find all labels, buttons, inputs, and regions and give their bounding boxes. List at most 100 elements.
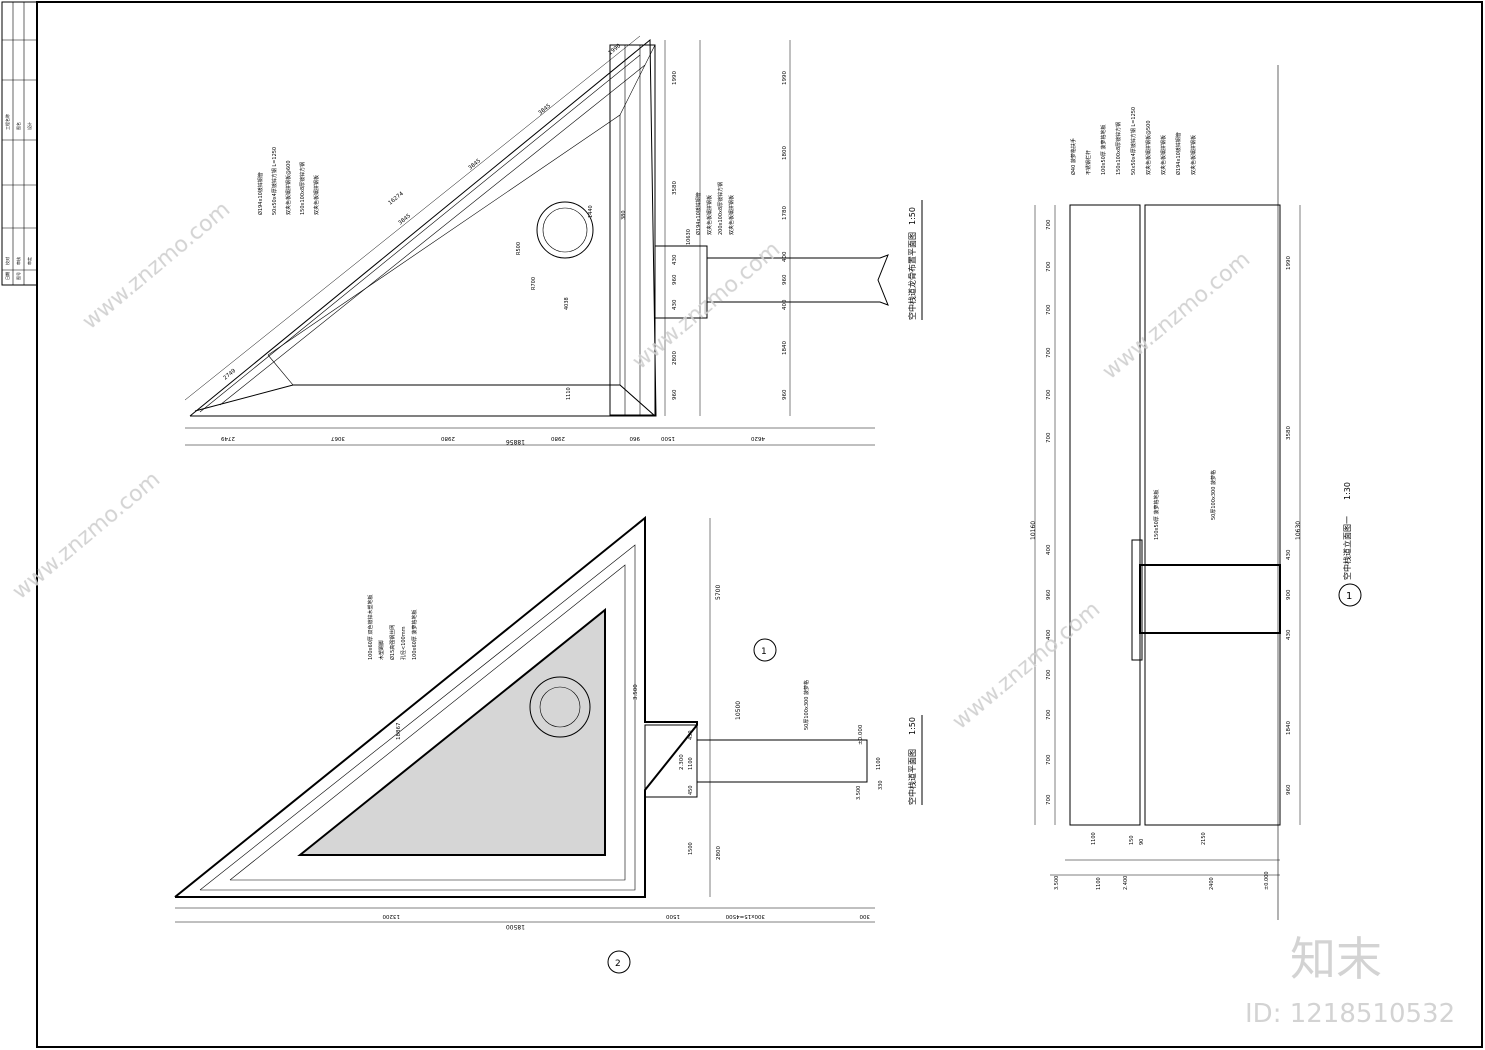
watermark-site-1: www.znzmo.com: [78, 197, 235, 335]
elev-left-dim-12: 700: [1046, 794, 1052, 805]
elev-mid-note-0: 150x50厚 菠萝格地板: [1153, 490, 1160, 540]
bottom-small-dim-2: 450: [688, 785, 694, 795]
top-plan-total: 18856: [506, 438, 525, 445]
top-note-4: 双夹色板镶拼钢板: [313, 175, 320, 215]
bottom-small-dim-4: 330: [878, 780, 884, 790]
elev-top-note-1: 不锈钢栏杆: [1085, 150, 1092, 175]
elev-left-dim-7: 960: [1046, 589, 1052, 600]
tb-label-0: 工程名称: [4, 114, 10, 130]
elev-bottom-dim-0: 1100: [1091, 832, 1097, 845]
bottom-elev-1: ±0.000: [858, 724, 864, 745]
bottom-bottom-dim-3: 300: [859, 913, 870, 919]
elev-left-dim-10: 700: [1046, 709, 1052, 720]
elev-level-dim-4: ±0.000: [1264, 871, 1270, 890]
tb-label-4: 审核: [15, 257, 21, 265]
elev-left-dim-11: 700: [1046, 754, 1052, 765]
elev-bottom-dim-3: 2150: [1201, 832, 1207, 845]
elev-left-dim-9: 700: [1046, 669, 1052, 680]
watermark-site-2: www.znzmo.com: [8, 467, 165, 605]
top-other-dim-0: 1110: [566, 387, 572, 400]
bottom-elev-0: 3.500: [633, 684, 639, 700]
top-left-dim-2: 430: [672, 254, 678, 265]
top-framing-plan: 空中栈道龙骨布置平面图 1:50 18856: [184, 35, 923, 446]
bottom-plan-title: 空中栈道平面图: [907, 749, 917, 805]
bottom-stair-note: 50厚100x300 菠萝格: [803, 680, 810, 730]
svg-text:1: 1: [761, 647, 767, 657]
elevation-total: 10160: [1030, 521, 1037, 540]
elev-right-dim-5: 1840: [1286, 721, 1292, 735]
top-opening-outer: [536, 201, 594, 259]
top-bottom-dim-0: 2749: [221, 435, 235, 441]
sheet-border: [36, 1, 1483, 1048]
top-note-2: 双夹色板镶拼钢板@600: [285, 160, 292, 215]
elev-right-dim-3: 900: [1286, 589, 1292, 600]
bottom-opening-outer: [529, 676, 591, 738]
bottom-small-dim-0: 450: [688, 730, 694, 740]
bottom-opening-inner: [539, 686, 581, 728]
bottom-small-dim-5: 3.500: [856, 786, 862, 800]
watermark-site-3: www.znzmo.com: [628, 237, 785, 375]
elev-bottom-dim-2: 90: [1139, 839, 1145, 845]
top-right-dim-2: 1780: [782, 206, 788, 220]
bottom-plan-dim-10500: 10500: [735, 701, 742, 720]
top-slope-dim-1: 3845: [537, 103, 552, 117]
bottom-note-1: 木塑踢脚: [378, 640, 385, 660]
elev-top-note-3: 150x100x8厚镀锌方钢: [1115, 122, 1122, 175]
top-right-dim-0: 1990: [782, 71, 788, 85]
top-circle-dim-4: 4038: [564, 297, 570, 310]
mesh-area: [297, 607, 606, 856]
bottom-small-dim-1: 1100: [688, 757, 694, 770]
top-left-dim-5: 2800: [672, 351, 678, 365]
top-right-note-0: Ø194x10镀锌钢管: [695, 192, 702, 235]
tb-label-5: 审定: [26, 257, 32, 265]
top-opening-inner: [542, 207, 588, 253]
bottom-note-3: 孔径<100mm: [400, 626, 407, 660]
top-slope-dim-2: 3845: [467, 158, 482, 172]
elev-level-dim-3: 2400: [1209, 877, 1215, 890]
elevation-view: 1 空中栈道立面图一 1:30 10160 10630: [1030, 65, 1362, 920]
tb-label-7: 图号: [15, 272, 21, 280]
top-note-0: Ø194x10镀锌钢管: [257, 172, 264, 215]
elevation-title: 空中栈道立面图一: [1342, 516, 1352, 580]
bottom-vert-dim-2: 2800: [716, 846, 722, 860]
bottom-small-dim-6: 1500: [688, 842, 694, 855]
top-right-note-1: 双夹色板镶拼钢板: [706, 195, 713, 235]
top-bottom-dim-2: 2980: [441, 435, 455, 441]
bottom-walkway-plan: 空中栈道平面图 1:50 18500 5700 10500 1 2: [174, 515, 923, 974]
elev-left-dim-8: 400: [1046, 629, 1052, 640]
elev-right-dim-1: 3580: [1286, 426, 1292, 440]
watermark-id: ID: 1218510532: [1245, 999, 1455, 1029]
top-circle-dim-0: R500: [516, 242, 522, 255]
bottom-bottom-dim-0: 13200: [382, 913, 400, 919]
top-right-dim-6: 1840: [782, 341, 788, 355]
top-note-3: 150x100x8厚镀锌方钢: [299, 162, 306, 215]
elev-left-dim-2: 700: [1046, 304, 1052, 315]
elev-top-note-7: Ø194x10镀锌钢管: [1175, 132, 1182, 175]
top-bottom-dim-5: 1500: [661, 435, 675, 441]
top-right-dim-4: 960: [782, 274, 788, 285]
top-bottom-dim-6: 4620: [751, 435, 765, 441]
tb-label-2: 设计: [26, 122, 32, 130]
top-circle-dim-2: 1440: [588, 205, 594, 218]
bottom-bottom-dim-1: 1500: [666, 913, 680, 919]
bottom-note-2: Ø15高强钢丝网: [389, 625, 396, 660]
top-note-1: 50x50x4厚镀锌方钢 L=1250: [271, 147, 278, 215]
top-left-dim-0: 1990: [672, 71, 678, 85]
watermark: www.znzmo.com www.znzmo.com www.znzmo.co…: [8, 197, 1455, 1029]
top-left-dim-6: 960: [672, 389, 678, 400]
top-right-note-3: 双夹色板镶拼钢板: [728, 195, 735, 235]
top-plan-scale: 1:50: [908, 207, 917, 225]
elev-top-note-4: 50x50x4厚镀锌方钢 L=1250: [1130, 107, 1137, 175]
elev-mid-note-1: 50厚100x300 菠萝格: [1210, 470, 1217, 520]
bottom-bottom-dim-2: 300x15=4500: [725, 913, 765, 919]
top-circle-dim-3: 380: [621, 210, 627, 220]
bottom-plan-dim-5700: 5700: [715, 585, 722, 600]
watermark-logo: 知末: [1290, 932, 1382, 986]
elevation-scale: 1:30: [1343, 482, 1352, 500]
elev-left-dim-0: 700: [1046, 219, 1052, 230]
elev-top-note-8: 双夹色板镶拼钢板: [1190, 135, 1197, 175]
elev-left-dim-6: 400: [1046, 544, 1052, 555]
top-right-dim-7: 960: [782, 389, 788, 400]
top-left-dim-3: 960: [672, 274, 678, 285]
top-left-dim-1: 3580: [672, 181, 678, 195]
